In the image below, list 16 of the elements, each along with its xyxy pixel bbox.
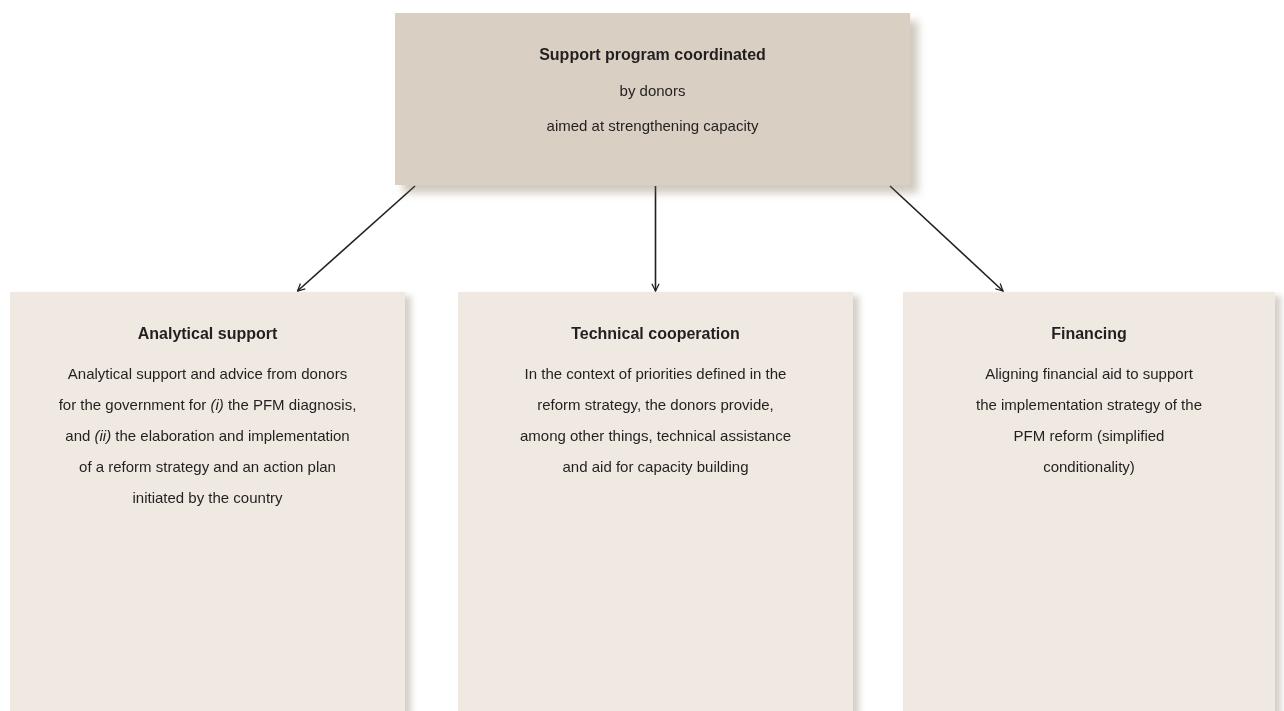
box-title: Analytical support [137,324,278,344]
support-box [458,292,853,711]
box-title: Technical cooperation [571,324,740,344]
box-title: Financing [1051,324,1127,344]
box-text: Analytical support and advice from donors for the government for (i) the PFM diagnosis, and (ii) the elaboration and implementation of a reform strategy and an action plan initiated by the country [57,364,358,508]
arrow [296,185,416,292]
box-text: In the context of priorities defined in the reform strategy, the donors provide, among other things, technical assistance and aid for capacity building [519,364,792,477]
support-box [903,292,1275,711]
box-text: by donors [619,81,686,101]
box-text: Aligning financial aid to support the implementation strategy of the PFM reform (simplified conditionality) [975,364,1203,477]
program-box [395,13,910,185]
arrow [889,185,1004,292]
support-box [10,292,405,711]
box-text: aimed at strengthening capacity [546,116,759,136]
box-title: Support program coordinated [539,45,766,65]
arrow [651,185,660,292]
